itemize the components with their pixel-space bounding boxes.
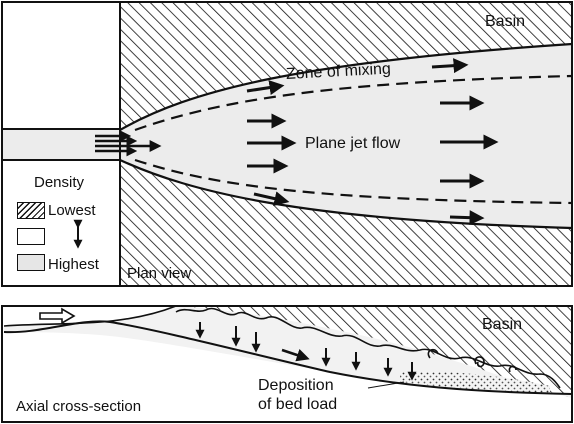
eddy-curls — [427, 348, 517, 373]
axial-cross-section-label: Axial cross-section — [16, 398, 142, 415]
plane-jet-flow-label: Plane jet flow — [305, 135, 401, 152]
cross-section-basin-label: Basin — [482, 316, 523, 333]
plan-view-label: Plan view — [127, 265, 192, 282]
plan-view-frame — [1, 1, 573, 287]
inlet-channel — [1, 128, 121, 161]
cross-section-basin-hatch — [176, 306, 572, 398]
flow-top-boundary — [3, 305, 177, 327]
deposition-label-line2: of bed load — [258, 396, 338, 413]
plan-basin-label: Basin — [485, 13, 526, 30]
deposition-label-line1: Deposition — [258, 377, 334, 394]
flow-arrows — [246, 58, 499, 226]
deposition-leader-line — [367, 381, 405, 389]
deposition-zone — [400, 371, 550, 394]
jet-boundary-upper — [119, 42, 573, 131]
mixing-zone-line-lower — [134, 158, 573, 205]
cross-section-panel — [1, 305, 573, 423]
cross-section-flow-arrow — [281, 348, 310, 362]
turbulent-eddy-edge — [175, 307, 561, 389]
inlet-upper-box — [1, 1, 121, 130]
legend-middle-swatch — [17, 228, 45, 245]
inflow-hollow-arrow — [39, 307, 76, 325]
legend-title: Density — [34, 174, 85, 191]
legend-highest-swatch — [17, 254, 45, 271]
mixing-zone-line-upper — [134, 74, 573, 132]
cross-section-down-arrows — [195, 322, 417, 381]
cross-section-frame — [1, 305, 573, 423]
legend-lowest-label: Lowest — [48, 202, 96, 219]
plan-view-panel — [1, 1, 573, 287]
inlet-arrows — [95, 130, 162, 157]
legend-lowest-swatch — [17, 202, 45, 219]
legend-highest-label: Highest — [48, 256, 99, 273]
